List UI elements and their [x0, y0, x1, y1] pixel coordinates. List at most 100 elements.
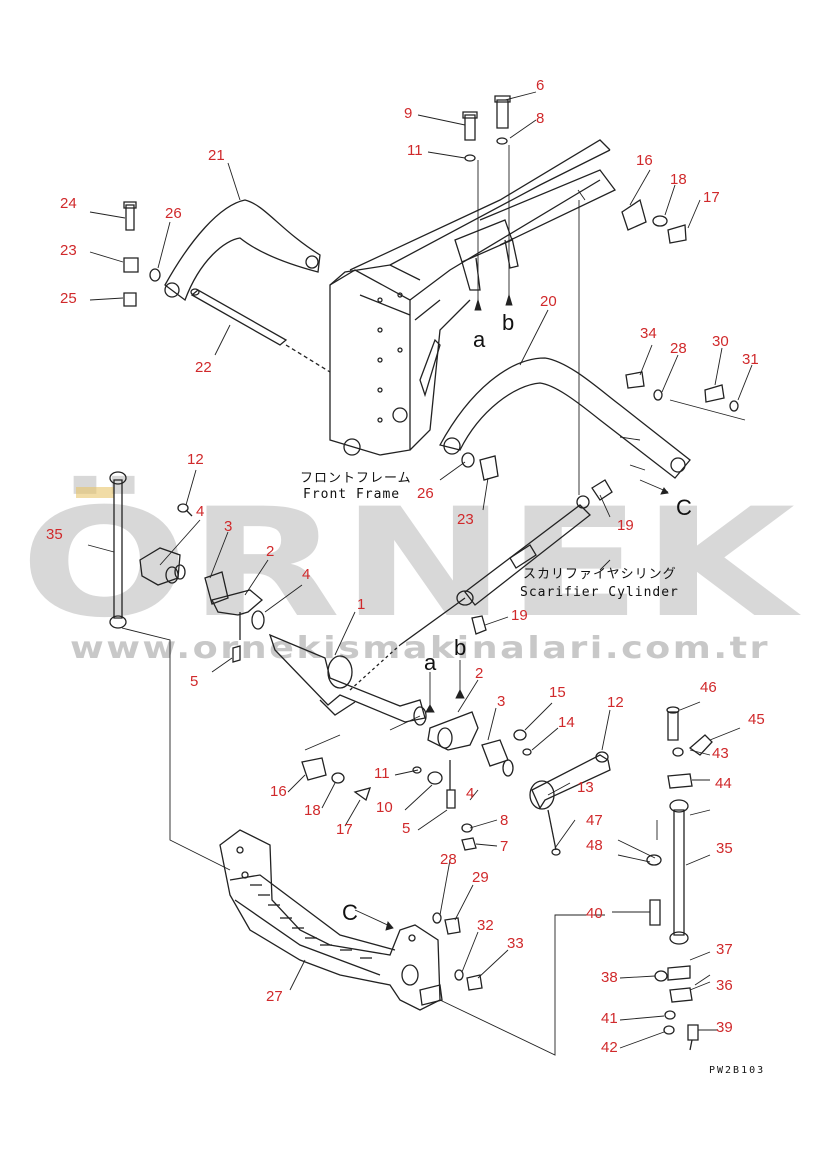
callout: 18: [304, 802, 321, 819]
callout: 16: [270, 783, 287, 800]
reference-lines: [121, 145, 746, 1056]
callout: 44: [715, 775, 732, 792]
callout: 27: [266, 988, 283, 1005]
shaft-22: [190, 288, 331, 373]
callout: 4: [466, 785, 474, 802]
callout: 8: [536, 110, 544, 127]
letter-b-top: b: [502, 310, 514, 335]
callout: 41: [601, 1010, 618, 1027]
callout: 47: [586, 812, 603, 829]
callout: 28: [440, 851, 457, 868]
callout: 2: [475, 665, 483, 682]
callout: 33: [507, 935, 524, 952]
lever-13: [529, 751, 611, 856]
letter-b-mid: b: [454, 635, 466, 660]
callout: 22: [195, 359, 212, 376]
letter-references: a b a b C C: [342, 310, 692, 925]
callout: 15: [549, 684, 566, 701]
callout: 19: [617, 517, 634, 534]
arm-20: [439, 357, 691, 479]
callout: 5: [190, 673, 198, 690]
bracket-cluster-left: [139, 503, 265, 663]
arm-21: [164, 199, 321, 302]
callout: 6: [536, 77, 544, 94]
callout: 46: [700, 679, 717, 696]
callout: 36: [716, 977, 733, 994]
callout: 29: [472, 869, 489, 886]
callout: 8: [500, 812, 508, 829]
letter-a-top: a: [473, 327, 486, 352]
small-parts-right: [646, 706, 713, 1051]
callout: 32: [477, 917, 494, 934]
front-frame: [329, 139, 616, 456]
bottom-fasteners: [432, 912, 483, 991]
callout: 2: [266, 543, 274, 560]
letter-c-bottom: C: [342, 900, 358, 925]
scarifier-jp-label: スカリファイヤシリング: [523, 567, 677, 582]
callout: 4: [196, 503, 204, 520]
callout: 31: [742, 351, 759, 368]
callout: 38: [601, 969, 618, 986]
callout: 23: [457, 511, 474, 528]
callout: 40: [586, 905, 603, 922]
callout: 12: [607, 694, 624, 711]
leader-lines: [87, 91, 753, 1049]
callout: 14: [558, 714, 575, 731]
callout: 17: [336, 821, 353, 838]
callout: 11: [407, 142, 423, 159]
callout: 48: [586, 837, 603, 854]
labels: フロントフレーム Front Frame スカリファイヤシリング Scarifi…: [300, 471, 765, 1076]
callout: 12: [187, 451, 204, 468]
rod-35-left: [109, 471, 127, 629]
callout: 23: [60, 242, 77, 259]
letter-a-mid: a: [424, 650, 437, 675]
callout: 11: [374, 765, 390, 782]
callout: 34: [640, 325, 657, 342]
callout: 43: [712, 745, 729, 762]
callout: 24: [60, 195, 77, 212]
callout: 10: [376, 799, 393, 816]
callout: 16: [636, 152, 653, 169]
scarifier-cylinder: [349, 495, 591, 691]
callout: 7: [500, 838, 508, 855]
front-frame-en-label: Front Frame: [303, 487, 400, 502]
callout: 1: [357, 596, 365, 613]
watermark-brand: ÖRNEK: [20, 475, 801, 651]
callout: 42: [601, 1039, 618, 1056]
callout: 3: [224, 518, 232, 535]
drawing-code: PW2B103: [709, 1065, 765, 1076]
callout: 35: [716, 840, 733, 857]
shaft-1: [268, 633, 426, 723]
callout: 9: [404, 105, 412, 122]
callout: 20: [540, 293, 557, 310]
watermark: ÖRNEK www.ornekismakinalari.com.tr: [20, 475, 801, 666]
callout: 26: [165, 205, 182, 222]
callout: 28: [670, 340, 687, 357]
callout: 25: [60, 290, 77, 307]
front-frame-jp-label: フロントフレーム: [300, 471, 412, 486]
drawbar-27: [219, 829, 443, 1011]
watermark-url: www.ornekismakinalari.com.tr: [70, 631, 770, 666]
callout: 39: [716, 1019, 733, 1036]
callout: 37: [716, 941, 733, 958]
rod-35-right: [669, 799, 689, 945]
bracket-cluster-center: [301, 706, 532, 851]
callout: 45: [748, 711, 765, 728]
callout: 19: [511, 607, 528, 624]
callout: 17: [703, 189, 720, 206]
callout: 4: [302, 566, 310, 583]
callout: 26: [417, 485, 434, 502]
callout: 35: [46, 526, 63, 543]
callout: 21: [208, 147, 225, 164]
scarifier-en-label: Scarifier Cylinder: [520, 585, 679, 600]
callout: 3: [497, 693, 505, 710]
letter-c-right: C: [676, 495, 692, 520]
top-fasteners: [123, 95, 739, 635]
callout: 18: [670, 171, 687, 188]
callout: 5: [402, 820, 410, 837]
callout: 13: [577, 779, 594, 796]
callout: 30: [712, 333, 729, 350]
watermark-accent: [76, 487, 114, 498]
callout-numbers: 6 8 9 11 21 24 26 23 25 22 16 18 17 20 3…: [46, 77, 765, 1056]
